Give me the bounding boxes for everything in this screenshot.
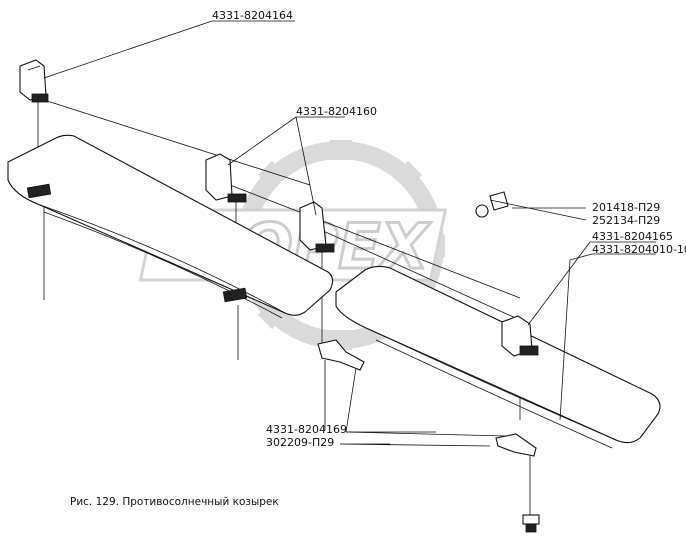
- bracket-mid-2: [299, 201, 335, 253]
- hinge-top-left: [19, 59, 49, 103]
- figure-caption: Рис. 129. Противосолнечный козырек: [70, 496, 279, 508]
- bracket-right: [501, 315, 539, 357]
- left-visor-panel: [7, 134, 334, 319]
- label-bracket-right: 4331-8204165: [592, 230, 673, 243]
- label-hinge-top: 4331-8204164: [212, 9, 293, 22]
- bolt-assembly: [475, 191, 509, 218]
- bracket-mid-1: [205, 153, 247, 203]
- label-visor: 4331-8204010-10: [592, 243, 686, 256]
- clip-part: [317, 339, 537, 457]
- label-washer: 252134-П29: [592, 214, 660, 227]
- label-bolt: 201418-П29: [592, 201, 660, 214]
- screw-part: [522, 514, 540, 533]
- label-screw: 302209-П29: [266, 436, 334, 449]
- assembly-lines: [37, 99, 531, 515]
- label-bracket-mid: 4331-8204160: [296, 105, 377, 118]
- panel-mount-left: [26, 183, 248, 303]
- leader-lines: [43, 20, 656, 447]
- label-clip: 4331-8204169: [266, 423, 347, 436]
- right-visor-panel: [335, 265, 661, 449]
